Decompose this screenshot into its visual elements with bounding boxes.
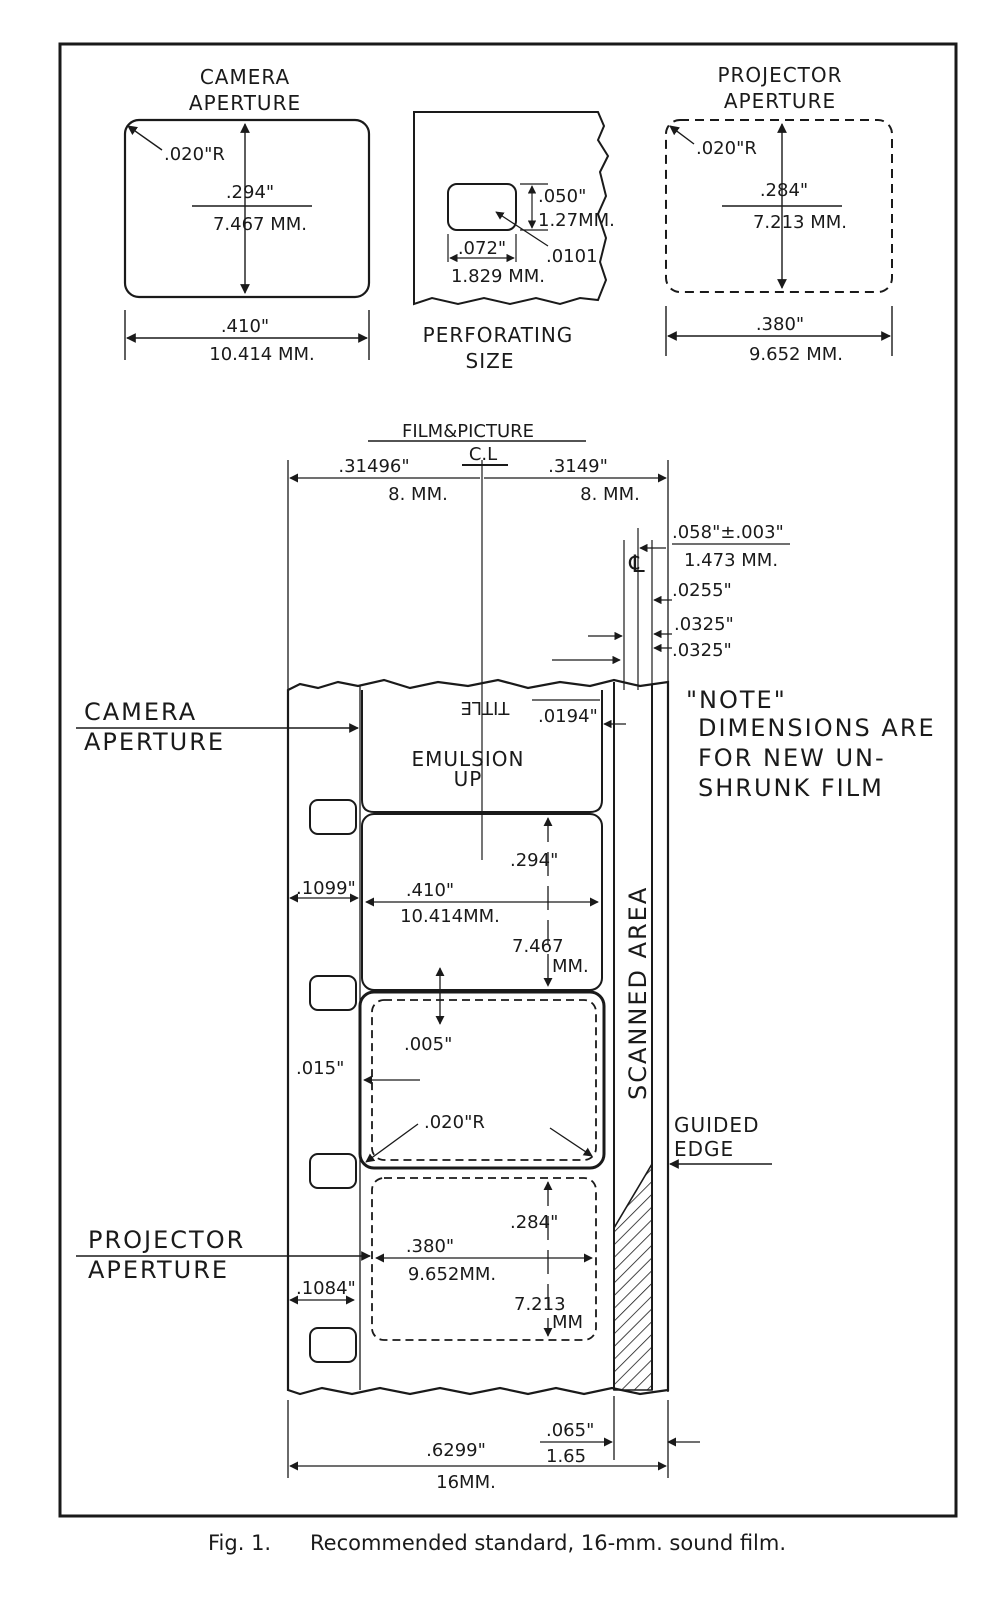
guided-edge-label-2: EDGE (674, 1137, 734, 1161)
projector-aperture-callout-2: APERTURE (88, 1256, 229, 1284)
perforation-4 (309, 1327, 357, 1363)
track-offset-mm: 1.473 MM. (684, 550, 778, 571)
film-half-width-right-in: .3149" (548, 456, 608, 477)
perforation-film-fragment (413, 111, 610, 306)
note-line-4: SHRUNK FILM (698, 774, 884, 802)
projector-aperture-radius: .020"R (696, 138, 757, 159)
camera-aperture-height-mm: 7.467 MM. (213, 214, 307, 235)
dim-0194: .0194" (538, 706, 598, 727)
corner-radius-leader-right (549, 1127, 593, 1157)
perforation-detail: .050" 1.27MM. .0101 .072" 1.829 MM. PERF… (413, 111, 615, 373)
projector-aperture-height-mm: 7.213 MM. (753, 212, 847, 233)
dim-0325-a: .0325" (674, 614, 734, 635)
projector-aperture-title-1: PROJECTOR (717, 63, 842, 87)
projector-aperture-shape (665, 119, 893, 293)
camera-aperture-callout-1: CAMERA (84, 698, 197, 726)
perforation-height-mm: 1.27MM. (538, 210, 615, 231)
proj-width-mm: 9.652MM. (408, 1264, 496, 1285)
perforation-1 (309, 799, 357, 835)
film-half-width-left-mm: 8. MM. (388, 484, 448, 505)
hatched-region (613, 1161, 653, 1391)
perforation-radius-leader (495, 211, 549, 247)
edge-to-proj: .1084" (296, 1278, 356, 1299)
figure-caption-label: Fig. 1. (208, 1531, 271, 1555)
total-width-mm: 16MM. (436, 1472, 496, 1493)
frame-height-mm-unit: MM. (552, 956, 589, 977)
projector-aperture-width-mm: 9.652 MM. (749, 344, 843, 365)
film-strip-diagram: FILM&PICTURE C.L .31496" 8. MM. .3149" 8… (76, 421, 936, 1493)
projector-aperture-width-in: .380" (756, 314, 804, 335)
scanned-area-label: SCANNED AREA (624, 886, 652, 1100)
track-offset-in: .058"±.003" (672, 522, 784, 543)
figure-border (58, 42, 958, 1518)
frame-width-mm: 10.414MM. (400, 906, 500, 927)
corner-radius-leader-left (365, 1123, 419, 1163)
emulsion-label-2: UP (454, 767, 483, 791)
frame-height-in: .294" (510, 850, 558, 871)
proj-height-mm-unit: MM (552, 1312, 583, 1333)
proj-width-in: .380" (406, 1236, 454, 1257)
projector-aperture-height-in: .284" (760, 180, 808, 201)
film-half-width-left-in: .31496" (338, 456, 409, 477)
dim-0325-b: .0325" (672, 640, 732, 661)
perforation-height-in: .050" (538, 186, 586, 207)
camera-aperture-detail: CAMERA APERTURE .020"R .294" 7.467 MM. .… (123, 65, 371, 365)
frame-2 (361, 813, 603, 991)
emulsion-label-1: EMULSION (412, 747, 525, 771)
frame-height-mm-value: 7.467 (512, 936, 564, 957)
camera-aperture-width-mm: 10.414 MM. (209, 344, 315, 365)
note-line-2: DIMENSIONS ARE (698, 714, 936, 742)
perforation-width-in: .072" (458, 238, 506, 259)
perforation-hole (447, 183, 517, 231)
camera-aperture-width-in: .410" (221, 316, 269, 337)
projector-aperture-detail: PROJECTOR APERTURE .020"R .284" 7.213 MM… (665, 63, 893, 365)
frame-3-outer (358, 990, 606, 1170)
camera-aperture-callout-2: APERTURE (84, 728, 225, 756)
perforation-3 (309, 1153, 357, 1189)
proj-inset: .015" (296, 1058, 344, 1079)
perforating-size-title-1: PERFORATING (423, 323, 574, 347)
note-line-1: "NOTE" (686, 686, 787, 714)
projector-aperture-radius-leader (669, 125, 695, 145)
frame-4-projector (371, 1177, 597, 1341)
frame-gap: .005" (404, 1034, 452, 1055)
title-upside-down: TITLE (461, 697, 511, 718)
dim-0255: .0255" (672, 580, 732, 601)
edge-to-frame: .1099" (296, 878, 356, 899)
camera-aperture-title-2: APERTURE (189, 91, 301, 115)
camera-aperture-radius: .020"R (164, 144, 225, 165)
frame-width-in: .410" (406, 880, 454, 901)
film-picture-cl-label: FILM&PICTURE (402, 421, 534, 442)
perforation-width-mm: 1.829 MM. (451, 266, 545, 287)
corner-radius: .020"R (424, 1112, 485, 1133)
projector-aperture-title-2: APERTURE (724, 89, 836, 113)
perforation-2 (309, 975, 357, 1011)
proj-height-in: .284" (510, 1212, 558, 1233)
perforating-size-title-2: SIZE (466, 349, 515, 373)
note-line-3: FOR NEW UN- (698, 744, 886, 772)
proj-height-mm-value: 7.213 (514, 1294, 566, 1315)
figure-caption-text: Recommended standard, 16-mm. sound film. (310, 1531, 786, 1555)
camera-aperture-shape (123, 118, 371, 299)
film-half-width-right-mm: 8. MM. (580, 484, 640, 505)
perforation-radius: .0101 (546, 246, 598, 267)
camera-aperture-height-in: .294" (226, 182, 274, 203)
total-width-in: .6299" (426, 1440, 486, 1461)
guided-edge-label-1: GUIDED (674, 1113, 759, 1137)
frame-3-inner (371, 999, 597, 1161)
frame-top (361, 690, 603, 813)
camera-aperture-radius-leader (127, 125, 163, 151)
sound-track-cl-symbol: ℄ (628, 550, 646, 578)
projector-aperture-callout-1: PROJECTOR (88, 1226, 245, 1254)
edge-track-mm: 1.65 (546, 1446, 586, 1467)
camera-aperture-title-1: CAMERA (200, 65, 290, 89)
film-picture-cl-symbol: C.L (469, 444, 497, 465)
edge-track-in: .065" (546, 1420, 594, 1441)
